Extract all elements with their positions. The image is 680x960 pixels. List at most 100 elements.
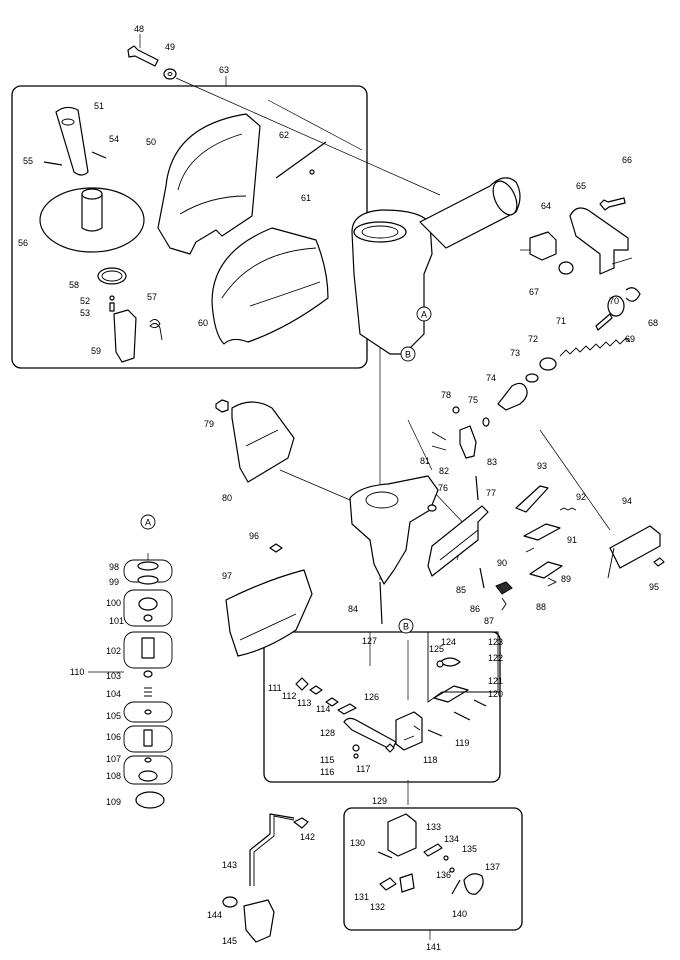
part-label: 67 bbox=[529, 287, 539, 297]
part-label: 48 bbox=[134, 24, 144, 34]
frame-trigger-assembly bbox=[343, 807, 523, 931]
part-label: 127 bbox=[362, 636, 377, 646]
part-label: 114 bbox=[316, 704, 330, 714]
part-label: 76 bbox=[438, 483, 448, 493]
part-label: 86 bbox=[470, 604, 480, 614]
part-137-shape bbox=[463, 873, 484, 895]
part-label: 63 bbox=[219, 65, 229, 75]
part-label: 120 bbox=[488, 689, 503, 699]
part-label: 128 bbox=[320, 728, 335, 738]
part-label: 141 bbox=[426, 942, 441, 952]
frame-valve-subbox bbox=[427, 631, 499, 703]
part-label: 55 bbox=[23, 156, 33, 166]
lower-left-group bbox=[222, 813, 309, 943]
part-label: 124 bbox=[441, 637, 456, 647]
part-label: 57 bbox=[147, 292, 157, 302]
part-label: 93 bbox=[537, 461, 547, 471]
part-label: 90 bbox=[497, 558, 507, 568]
part-label: 113 bbox=[297, 698, 311, 708]
svg-text:B: B bbox=[403, 622, 409, 632]
part-93-shape bbox=[515, 485, 549, 513]
part-82-shape bbox=[459, 425, 477, 459]
part-label: 60 bbox=[198, 318, 208, 328]
part-label: 56 bbox=[18, 238, 28, 248]
part-label: 129 bbox=[372, 796, 387, 806]
part-60-cover-shape bbox=[211, 227, 329, 345]
part-89-shape bbox=[529, 561, 563, 579]
part-97-nose-cover-shape bbox=[225, 569, 313, 657]
part-48-bolt-shape bbox=[127, 45, 159, 67]
part-label: 125 bbox=[429, 644, 444, 654]
part-label: 121 bbox=[488, 676, 503, 686]
part-label: 140 bbox=[452, 909, 467, 919]
part-label: 92 bbox=[576, 492, 586, 502]
part-label: 105 bbox=[106, 711, 121, 721]
part-label: 89 bbox=[561, 574, 571, 584]
part-label: 64 bbox=[541, 201, 551, 211]
part-label: 69 bbox=[625, 334, 635, 344]
part-label: 126 bbox=[364, 692, 379, 702]
part-label: 112 bbox=[282, 691, 296, 701]
part-label: 117 bbox=[356, 764, 370, 774]
part-label: 82 bbox=[439, 466, 449, 476]
part-74-piston-shape bbox=[497, 382, 528, 411]
frame-valve-assembly bbox=[263, 631, 501, 783]
part-label: 59 bbox=[91, 346, 101, 356]
part-label: 77 bbox=[486, 488, 496, 498]
callout-a-left: A bbox=[140, 514, 156, 530]
part-label: 144 bbox=[207, 910, 222, 920]
part-label: 52 bbox=[80, 296, 90, 306]
part-label: 115 bbox=[320, 755, 334, 765]
part-label: 136 bbox=[436, 870, 451, 880]
part-label: 88 bbox=[536, 602, 546, 612]
part-label: 119 bbox=[455, 738, 469, 748]
part-label: 104 bbox=[106, 689, 121, 699]
part-label: 135 bbox=[462, 844, 477, 854]
part-label: 79 bbox=[204, 419, 214, 429]
callout-b-mid: B bbox=[398, 618, 414, 634]
body-cylinder-shape bbox=[351, 209, 433, 355]
part-91-shape bbox=[523, 523, 561, 541]
part-126-valve-body-shape bbox=[395, 711, 423, 751]
part-label: 108 bbox=[106, 771, 121, 781]
part-123-shape bbox=[439, 657, 461, 667]
part-label: 130 bbox=[350, 838, 365, 848]
part-label: 145 bbox=[222, 936, 237, 946]
part-label: 85 bbox=[456, 585, 466, 595]
part-94-shape bbox=[609, 525, 661, 569]
part-50-cover-shape bbox=[157, 113, 261, 255]
part-label: 97 bbox=[222, 571, 232, 581]
part-label: 94 bbox=[622, 496, 632, 506]
part-label: 142 bbox=[300, 832, 315, 842]
part-label: 106 bbox=[106, 732, 121, 742]
body-frame-lower-shape bbox=[349, 475, 439, 585]
part-label: 134 bbox=[444, 834, 459, 844]
valve-assembly-group bbox=[295, 631, 499, 759]
callout-letters: A B A B bbox=[140, 306, 432, 634]
part-77-feeder-shape bbox=[427, 505, 489, 577]
part-label: 133 bbox=[426, 822, 441, 832]
part-145-shape bbox=[243, 899, 275, 943]
part-label: 49 bbox=[165, 42, 175, 52]
part-label: 95 bbox=[649, 582, 659, 592]
part-label: 72 bbox=[528, 334, 538, 344]
part-label: 80 bbox=[222, 493, 232, 503]
part-label: 75 bbox=[468, 395, 478, 405]
part-label: 123 bbox=[488, 637, 503, 647]
part-label: 51 bbox=[94, 101, 104, 111]
part-133-shape bbox=[387, 813, 417, 857]
part-label: 143 bbox=[222, 860, 237, 870]
part-71-spring-shape bbox=[559, 337, 631, 357]
part-label: 71 bbox=[556, 316, 566, 326]
callout-a-top: A bbox=[416, 306, 432, 322]
part-label: 78 bbox=[441, 390, 451, 400]
part-label: 50 bbox=[146, 137, 156, 147]
part-121-shape bbox=[433, 685, 469, 703]
part-84-driver-shape bbox=[379, 581, 383, 625]
part-label: 87 bbox=[484, 616, 494, 626]
part-109-shape bbox=[135, 791, 165, 809]
part-49-washer-shape bbox=[163, 68, 177, 80]
part-59-bracket-shape bbox=[113, 309, 137, 363]
part-label: 107 bbox=[106, 754, 121, 764]
